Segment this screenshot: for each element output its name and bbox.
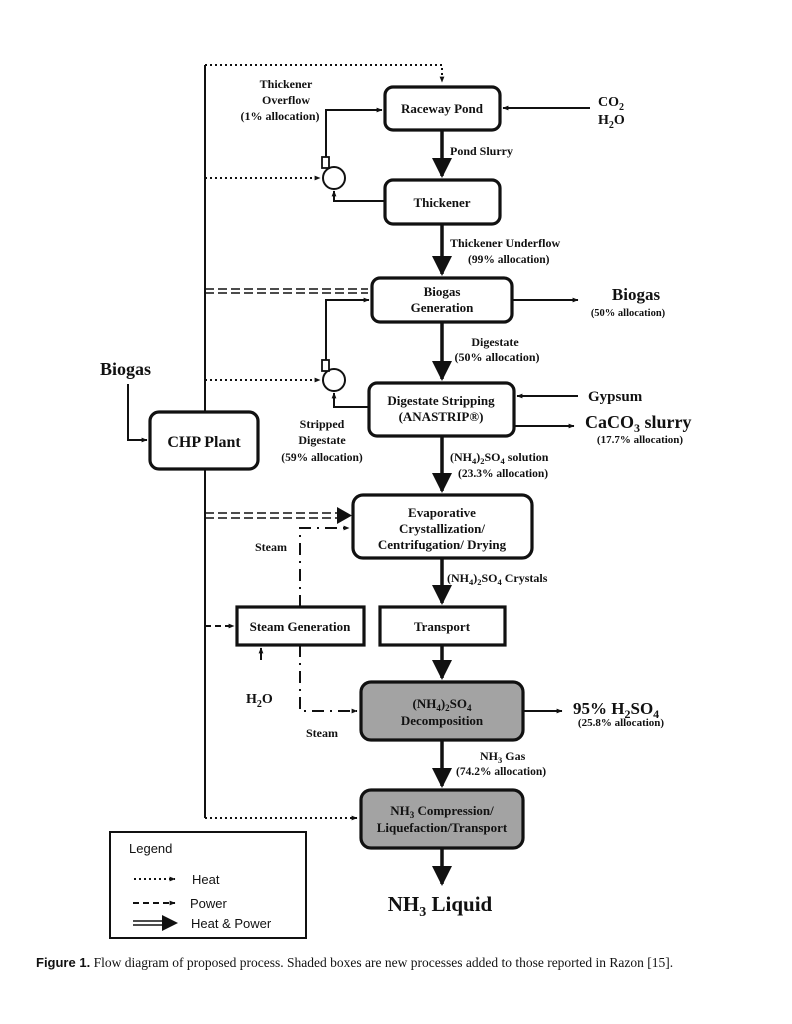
legend-title: Legend bbox=[129, 841, 172, 856]
heat-power-line-biogas bbox=[205, 288, 368, 294]
node-label-biogas-generation-1: Biogas bbox=[424, 284, 461, 299]
stream-label-biogas-in: Biogas bbox=[100, 359, 151, 379]
stream-label-caco3: CaCO3 slurry bbox=[585, 412, 692, 435]
stream-label-stripped-3: (59% allocation) bbox=[281, 452, 363, 464]
node-label-thickener: Thickener bbox=[413, 195, 470, 210]
stream-label-h2so4: 95% H2SO4 bbox=[573, 699, 659, 721]
stream-label-stripped-1: Stripped bbox=[300, 417, 345, 431]
node-nh3-compression bbox=[359, 788, 525, 850]
node-chp-plant bbox=[148, 410, 260, 471]
node-label-nh3-compression-2: Liquefaction/Transport bbox=[377, 820, 508, 835]
node-steam-generation bbox=[235, 605, 366, 647]
figure-caption: Figure 1. Flow diagram of proposed proce… bbox=[36, 955, 776, 971]
legend-heat-label: Heat bbox=[192, 872, 220, 887]
stream-label-underflow-2: (99% allocation) bbox=[468, 254, 550, 266]
stream-label-nh3-liquid: NH3 Liquid bbox=[388, 892, 493, 920]
stream-label-steam-lower: Steam bbox=[306, 726, 338, 740]
stream-label-nh4so4-crystals: (NH4)2SO4 Crystals bbox=[447, 571, 548, 587]
stream-label-stripped-2: Digestate bbox=[298, 433, 346, 447]
stream-label-h2o-raceway: H2O bbox=[598, 113, 625, 131]
steam-line-to-evaporative bbox=[299, 525, 350, 607]
pump-2-icon bbox=[321, 359, 346, 392]
node-label-evaporative-2: Crystallization/ bbox=[399, 521, 485, 536]
legend-heat-power-line bbox=[133, 915, 178, 931]
stream-label-overflow-3: (1% allocation) bbox=[241, 109, 320, 123]
stream-label-digestate-1: Digestate bbox=[471, 335, 519, 349]
stream-label-steam-upper: Steam bbox=[255, 540, 287, 554]
stream-label-h2o-steam: H2O bbox=[246, 692, 273, 710]
figure-caption-text: Flow diagram of proposed process. Shaded… bbox=[90, 955, 674, 970]
heat-power-line-evaporative bbox=[205, 507, 352, 524]
stream-label-nh4so4-solution-alloc: (23.3% allocation) bbox=[458, 468, 548, 480]
stream-label-gypsum: Gypsum bbox=[588, 389, 643, 405]
stream-label-overflow-1: Thickener bbox=[260, 77, 313, 91]
flow-biogas-to-chp bbox=[127, 384, 148, 443]
node-label-evaporative-3: Centrifugation/ Drying bbox=[378, 537, 507, 552]
recycle-stripped-digestate bbox=[331, 392, 369, 408]
node-label-digestate-stripping-2: (ANASTRIP®) bbox=[399, 409, 484, 424]
pump-1-icon bbox=[321, 156, 346, 190]
stream-label-caco3-alloc: (17.7% allocation) bbox=[597, 434, 683, 446]
recycle-overflow-to-raceway bbox=[325, 107, 383, 157]
stream-label-nh4so4-solution: (NH4)2SO4 solution bbox=[450, 450, 549, 466]
stream-label-nh3-gas-alloc: (74.2% allocation) bbox=[456, 766, 546, 778]
node-label-evaporative-1: Evaporative bbox=[408, 505, 476, 520]
heat-line-raceway bbox=[205, 64, 445, 83]
node-label-chp-plant: CHP Plant bbox=[167, 434, 241, 451]
node-label-decomposition-1: (NH4)2SO4 bbox=[412, 696, 472, 713]
legend: Legend Heat Power Heat & Power bbox=[109, 831, 307, 939]
process-flow-diagram: Raceway Pond Thickener Biogas Generation… bbox=[100, 64, 692, 939]
node-label-transport: Transport bbox=[414, 619, 471, 634]
stream-label-underflow-1: Thickener Underflow bbox=[450, 236, 560, 250]
stream-label-pond-slurry: Pond Slurry bbox=[450, 144, 513, 158]
stream-label-biogas-out-alloc: (50% allocation) bbox=[591, 308, 666, 319]
legend-power-label: Power bbox=[190, 896, 228, 911]
recycle-thickener-overflow bbox=[331, 190, 385, 202]
stream-label-h2so4-alloc: (25.8% allocation) bbox=[578, 717, 664, 729]
node-label-nh3-compression-1: NH3 Compression/ bbox=[390, 803, 494, 820]
node-decomposition bbox=[359, 680, 525, 742]
node-label-digestate-stripping-1: Digestate Stripping bbox=[387, 393, 495, 408]
recycle-digestate-to-biogas bbox=[325, 297, 370, 360]
node-label-raceway-pond: Raceway Pond bbox=[401, 101, 484, 116]
node-label-steam-generation: Steam Generation bbox=[250, 619, 352, 634]
node-transport bbox=[378, 605, 507, 647]
stream-label-biogas-out: Biogas bbox=[612, 285, 661, 304]
stream-label-co2: CO2 bbox=[598, 95, 624, 113]
stream-label-nh3-gas: NH3 Gas bbox=[480, 749, 526, 765]
legend-heat-power-label: Heat & Power bbox=[191, 916, 272, 931]
node-label-decomposition-2: Decomposition bbox=[401, 713, 484, 728]
node-label-biogas-generation-2: Generation bbox=[411, 300, 475, 315]
stream-label-digestate-2: (50% allocation) bbox=[455, 350, 540, 364]
stream-label-overflow-2: Overflow bbox=[262, 93, 310, 107]
figure-caption-label: Figure 1. bbox=[36, 955, 91, 970]
steam-line-to-decomposition bbox=[299, 645, 358, 714]
